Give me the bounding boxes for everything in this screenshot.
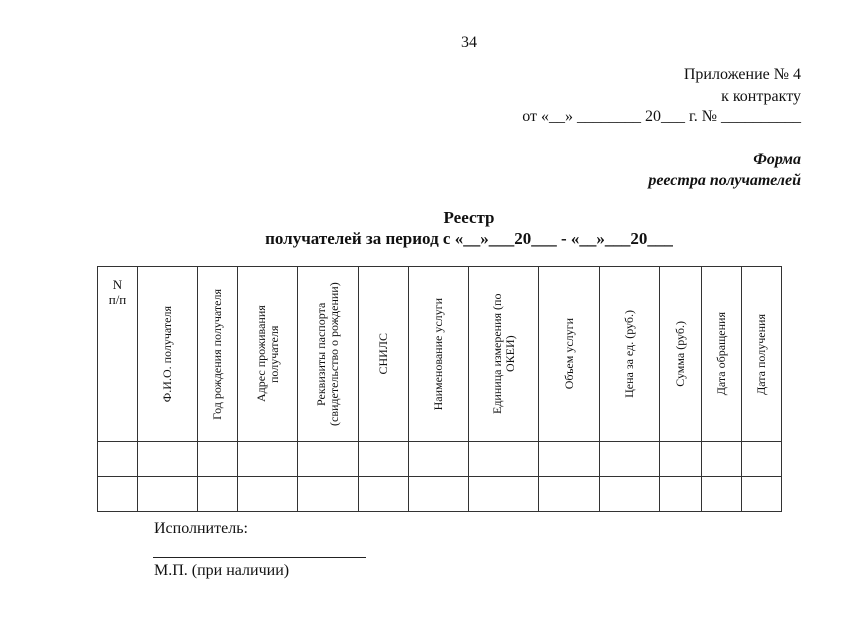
column-header-label: Дата обращения — [714, 312, 728, 396]
appendix-date-line: от «__» ________ 20___ г. № __________ — [522, 108, 801, 125]
page-number: 34 — [461, 34, 477, 51]
registry-table: N п/п Ф.И.О. получателя Год рождения пол… — [97, 266, 782, 512]
column-header-passport: Реквизиты паспорта (свидетельство о рожд… — [297, 266, 359, 442]
column-header-sum: Сумма (руб.) — [659, 266, 702, 442]
column-header-label: Ф.И.О. получателя — [160, 305, 174, 403]
registry-title: Реестр — [443, 208, 495, 227]
stamp-label: М.П. (при наличии) — [154, 562, 290, 579]
table-cell — [408, 476, 469, 512]
table-row — [97, 476, 782, 512]
table-cell — [358, 441, 409, 477]
column-header-receipt-date: Дата получения — [741, 266, 782, 442]
column-header-address: Адрес проживания получателя — [237, 266, 298, 442]
column-header-request-date: Дата обращения — [701, 266, 742, 442]
executor-label: Исполнитель: — [154, 520, 248, 537]
table-cell — [197, 476, 238, 512]
column-header-label: Сумма (руб.) — [673, 321, 687, 387]
table-cell — [538, 441, 600, 477]
column-header-label: Дата получения — [754, 313, 768, 395]
form-label: Форма — [753, 151, 801, 168]
table-cell — [408, 441, 469, 477]
table-cell — [701, 476, 742, 512]
column-header-fio: Ф.И.О. получателя — [137, 266, 198, 442]
table-cell — [741, 476, 782, 512]
column-header-label: Единица измерения (по ОКЕИ) — [489, 293, 517, 415]
table-cell — [701, 441, 742, 477]
registry-period: получателей за период с «__»___20___ - «… — [265, 229, 673, 248]
table-cell — [137, 476, 198, 512]
table-cell — [358, 476, 409, 512]
table-cell — [237, 441, 298, 477]
table-cell — [599, 476, 660, 512]
column-header-service-name: Наименование услуги — [408, 266, 469, 442]
column-header-unit-price: Цена за ед. (руб.) — [599, 266, 660, 442]
table-cell — [741, 441, 782, 477]
table-header-row: N п/п Ф.И.О. получателя Год рождения пол… — [97, 266, 782, 442]
table-cell — [97, 476, 138, 512]
column-header-label: Цена за ед. (руб.) — [622, 310, 636, 398]
column-header-label: Объем услуги — [561, 318, 576, 390]
table-cell — [659, 476, 702, 512]
table-cell — [297, 441, 359, 477]
table-cell — [659, 441, 702, 477]
table-cell — [468, 476, 539, 512]
column-header-label: Наименование услуги — [431, 297, 445, 411]
column-header-number: N п/п — [97, 266, 138, 442]
table-cell — [468, 441, 539, 477]
table-cell — [197, 441, 238, 477]
column-header-label: СНИЛС — [376, 333, 390, 375]
column-header-label: Реквизиты паспорта (свидетельство о рожд… — [314, 282, 341, 426]
form-name: реестра получателей — [648, 172, 801, 189]
signature-line — [153, 557, 366, 558]
column-header-label: Год рождения получателя — [210, 288, 224, 420]
column-header-volume: Объем услуги — [538, 266, 600, 442]
table-row — [97, 441, 782, 477]
column-header-unit: Единица измерения (по ОКЕИ) — [468, 266, 539, 442]
column-header-birth-year: Год рождения получателя — [197, 266, 238, 442]
column-header-label: Адрес проживания получателя — [253, 305, 281, 403]
table-cell — [599, 441, 660, 477]
table-cell — [237, 476, 298, 512]
appendix-subtitle: к контракту — [721, 88, 801, 105]
table-cell — [538, 476, 600, 512]
column-header-snils: СНИЛС — [358, 266, 409, 442]
appendix-title: Приложение № 4 — [683, 66, 801, 83]
table-cell — [297, 476, 359, 512]
table-cell — [97, 441, 138, 477]
table-cell — [137, 441, 198, 477]
